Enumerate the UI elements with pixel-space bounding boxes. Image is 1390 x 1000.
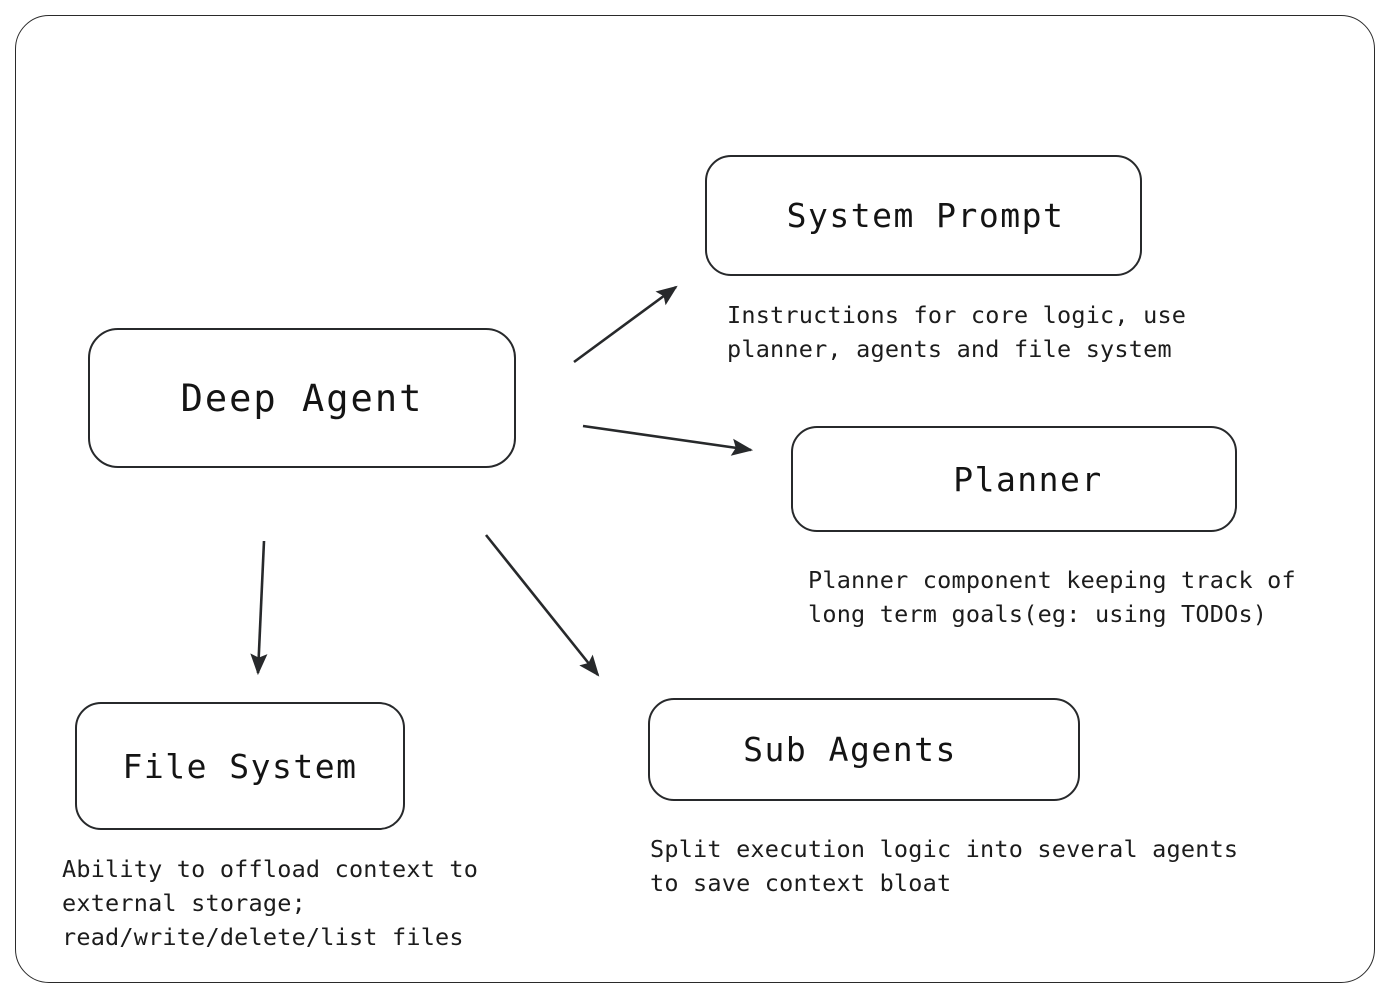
caption-planner: Planner component keeping track of long …	[808, 566, 1296, 628]
node-deep-agent-label: Deep Agent	[180, 376, 424, 420]
node-file-system-label: File System	[122, 746, 358, 786]
node-system-prompt[interactable]: System Prompt	[705, 155, 1142, 276]
caption-sub-agents: Split execution logic into several agent…	[650, 835, 1239, 897]
node-system-prompt-label: System Prompt	[786, 196, 1065, 235]
node-file-system[interactable]: File System	[75, 702, 405, 830]
node-planner[interactable]: Planner	[791, 426, 1237, 532]
node-sub-agents[interactable]: Sub Agents	[648, 698, 1080, 801]
caption-file-system: Ability to offload context to external s…	[62, 855, 479, 951]
caption-system-prompt: Instructions for core logic, use planner…	[727, 301, 1187, 363]
node-planner-label: Planner	[953, 459, 1103, 499]
node-deep-agent[interactable]: Deep Agent	[88, 328, 516, 468]
node-sub-agents-label: Sub Agents	[743, 730, 957, 769]
